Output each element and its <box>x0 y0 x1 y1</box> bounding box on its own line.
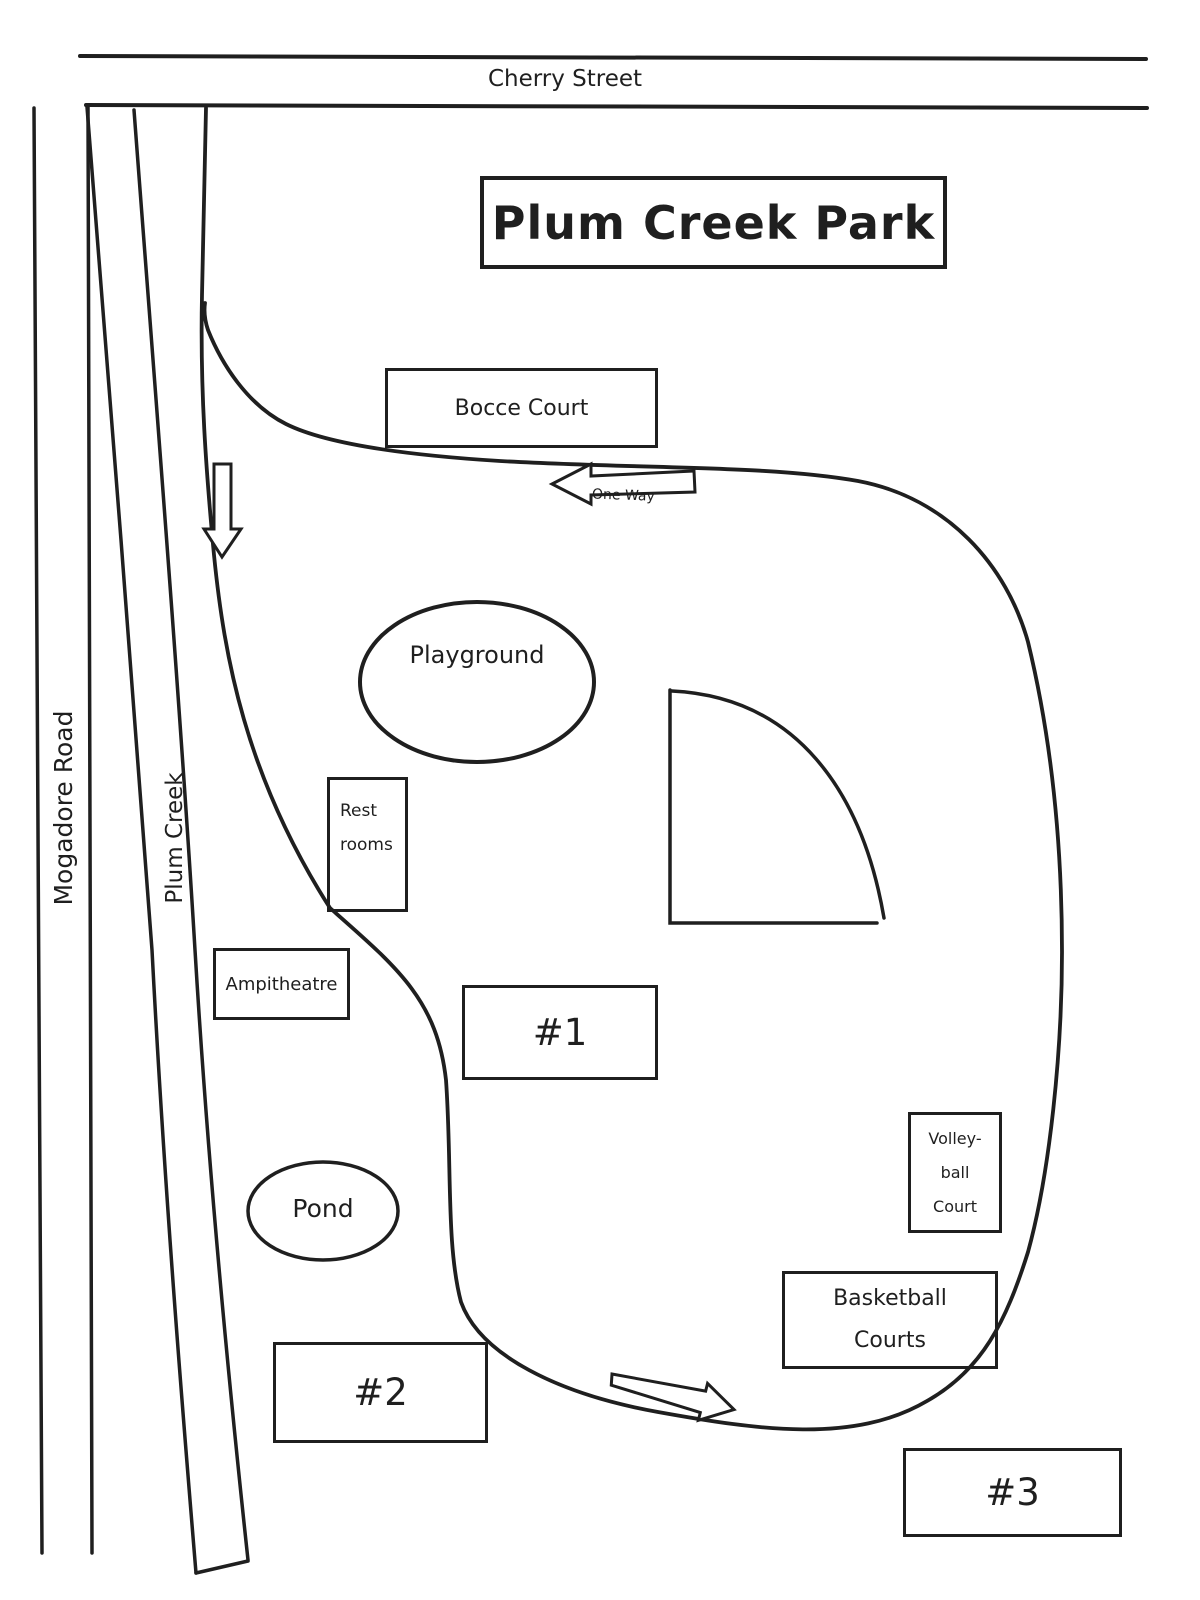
volleyball-label-line3: Court <box>933 1196 977 1216</box>
basketball-label-line1: Basketball <box>833 1286 947 1311</box>
shelter-2-label: #2 <box>353 1371 408 1414</box>
plum-creek-lines <box>85 105 250 1575</box>
page-title: Plum Creek Park <box>491 195 936 250</box>
one-way-left-arrow-icon <box>548 461 697 507</box>
restrooms-box: Rest rooms <box>327 777 408 912</box>
bocce-court-box: Bocce Court <box>385 368 658 448</box>
mogadore-road-lines <box>32 104 94 1555</box>
shelter-3-box: #3 <box>903 1448 1122 1537</box>
one-way-label: One Way <box>591 486 656 505</box>
volleyball-label-line2: ball <box>940 1162 970 1182</box>
mogadore-road-left-line <box>32 106 44 1555</box>
ball-diamond-outline <box>668 688 886 925</box>
volleyball-court-box: Volley- ball Court <box>908 1112 1002 1233</box>
down-arrow-icon <box>201 462 244 560</box>
shelter-3-label: #3 <box>985 1471 1040 1514</box>
shelter-1-label: #1 <box>532 1011 588 1054</box>
mogadore-road-label: Mogadore Road <box>49 710 78 906</box>
shelter-1-box: #1 <box>462 985 658 1080</box>
cherry-street-bottom-line <box>84 103 1149 110</box>
creek-left-bank <box>85 105 198 1575</box>
direction-arrows <box>201 461 737 1423</box>
basketball-label-line2: Courts <box>854 1328 926 1353</box>
basketball-courts-box: Basketball Courts <box>782 1271 998 1369</box>
volleyball-label-line1: Volley- <box>928 1128 982 1148</box>
playground-label: Playground <box>409 641 545 669</box>
bocce-court-label: Bocce Court <box>454 395 589 421</box>
plum-creek-label: Plum Creek <box>162 772 188 904</box>
shelter-2-box: #2 <box>273 1342 488 1443</box>
cherry-street-lines <box>78 54 1149 110</box>
title-box: Plum Creek Park <box>480 176 947 269</box>
flow-right-arrow-icon <box>609 1372 737 1423</box>
restrooms-label-line1: Rest <box>340 801 378 821</box>
creek-right-bank <box>132 108 250 1562</box>
pond-ellipse <box>246 1160 400 1262</box>
restrooms-label-line2: rooms <box>340 835 393 855</box>
mogadore-road-right-line <box>86 104 94 1555</box>
cherry-street-label: Cherry Street <box>487 66 643 92</box>
ampitheatre-box: Ampitheatre <box>213 948 350 1020</box>
pond-label: Pond <box>292 1194 354 1223</box>
creek-end-line <box>194 1559 250 1575</box>
cherry-street-top-line <box>78 54 1148 61</box>
playground-ellipse <box>358 600 596 764</box>
ampitheatre-label: Ampitheatre <box>225 973 338 995</box>
